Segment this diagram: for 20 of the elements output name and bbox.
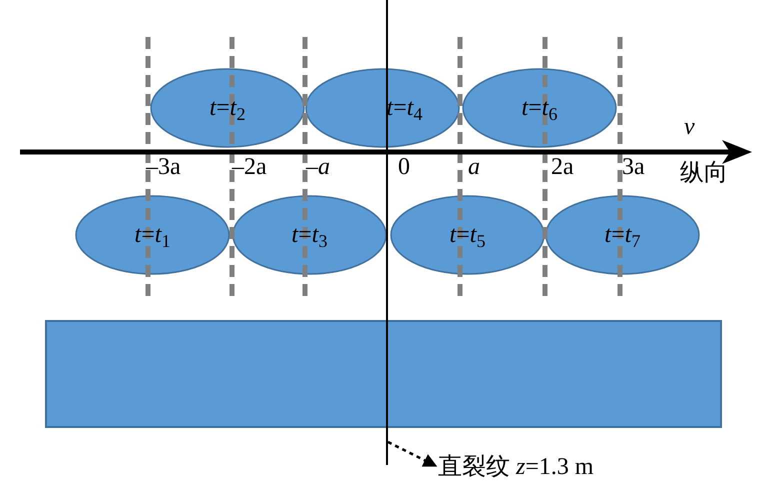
tick-label: –a bbox=[306, 153, 330, 182]
time-label: t=t$_{2}$ bbox=[210, 96, 246, 120]
tick-label: 0 bbox=[398, 153, 410, 182]
time-label: t=t$_{1}$ bbox=[134, 223, 170, 247]
axis-label: 纵向 bbox=[680, 159, 728, 188]
time-label: t=t$_{6}$ bbox=[522, 96, 558, 120]
time-label: t=t$_{4}$ bbox=[386, 96, 422, 120]
axis-label: v bbox=[684, 113, 695, 142]
crack-line bbox=[386, 0, 388, 465]
time-label: t=t$_{3}$ bbox=[292, 223, 328, 247]
tick-label: 2a bbox=[551, 153, 574, 182]
time-label: t=t$_{5}$ bbox=[450, 223, 486, 247]
leader-arrow bbox=[387, 440, 438, 468]
crack-annotation: 直裂纹 z=1.3 m bbox=[438, 455, 594, 479]
tick-label: –2a bbox=[232, 153, 267, 182]
time-label: t=t$_{7}$ bbox=[604, 223, 640, 247]
tick-label: a bbox=[468, 153, 480, 182]
tick-label: –3a bbox=[146, 153, 181, 182]
beam-block bbox=[45, 320, 722, 428]
tick-label: 3a bbox=[622, 153, 645, 182]
